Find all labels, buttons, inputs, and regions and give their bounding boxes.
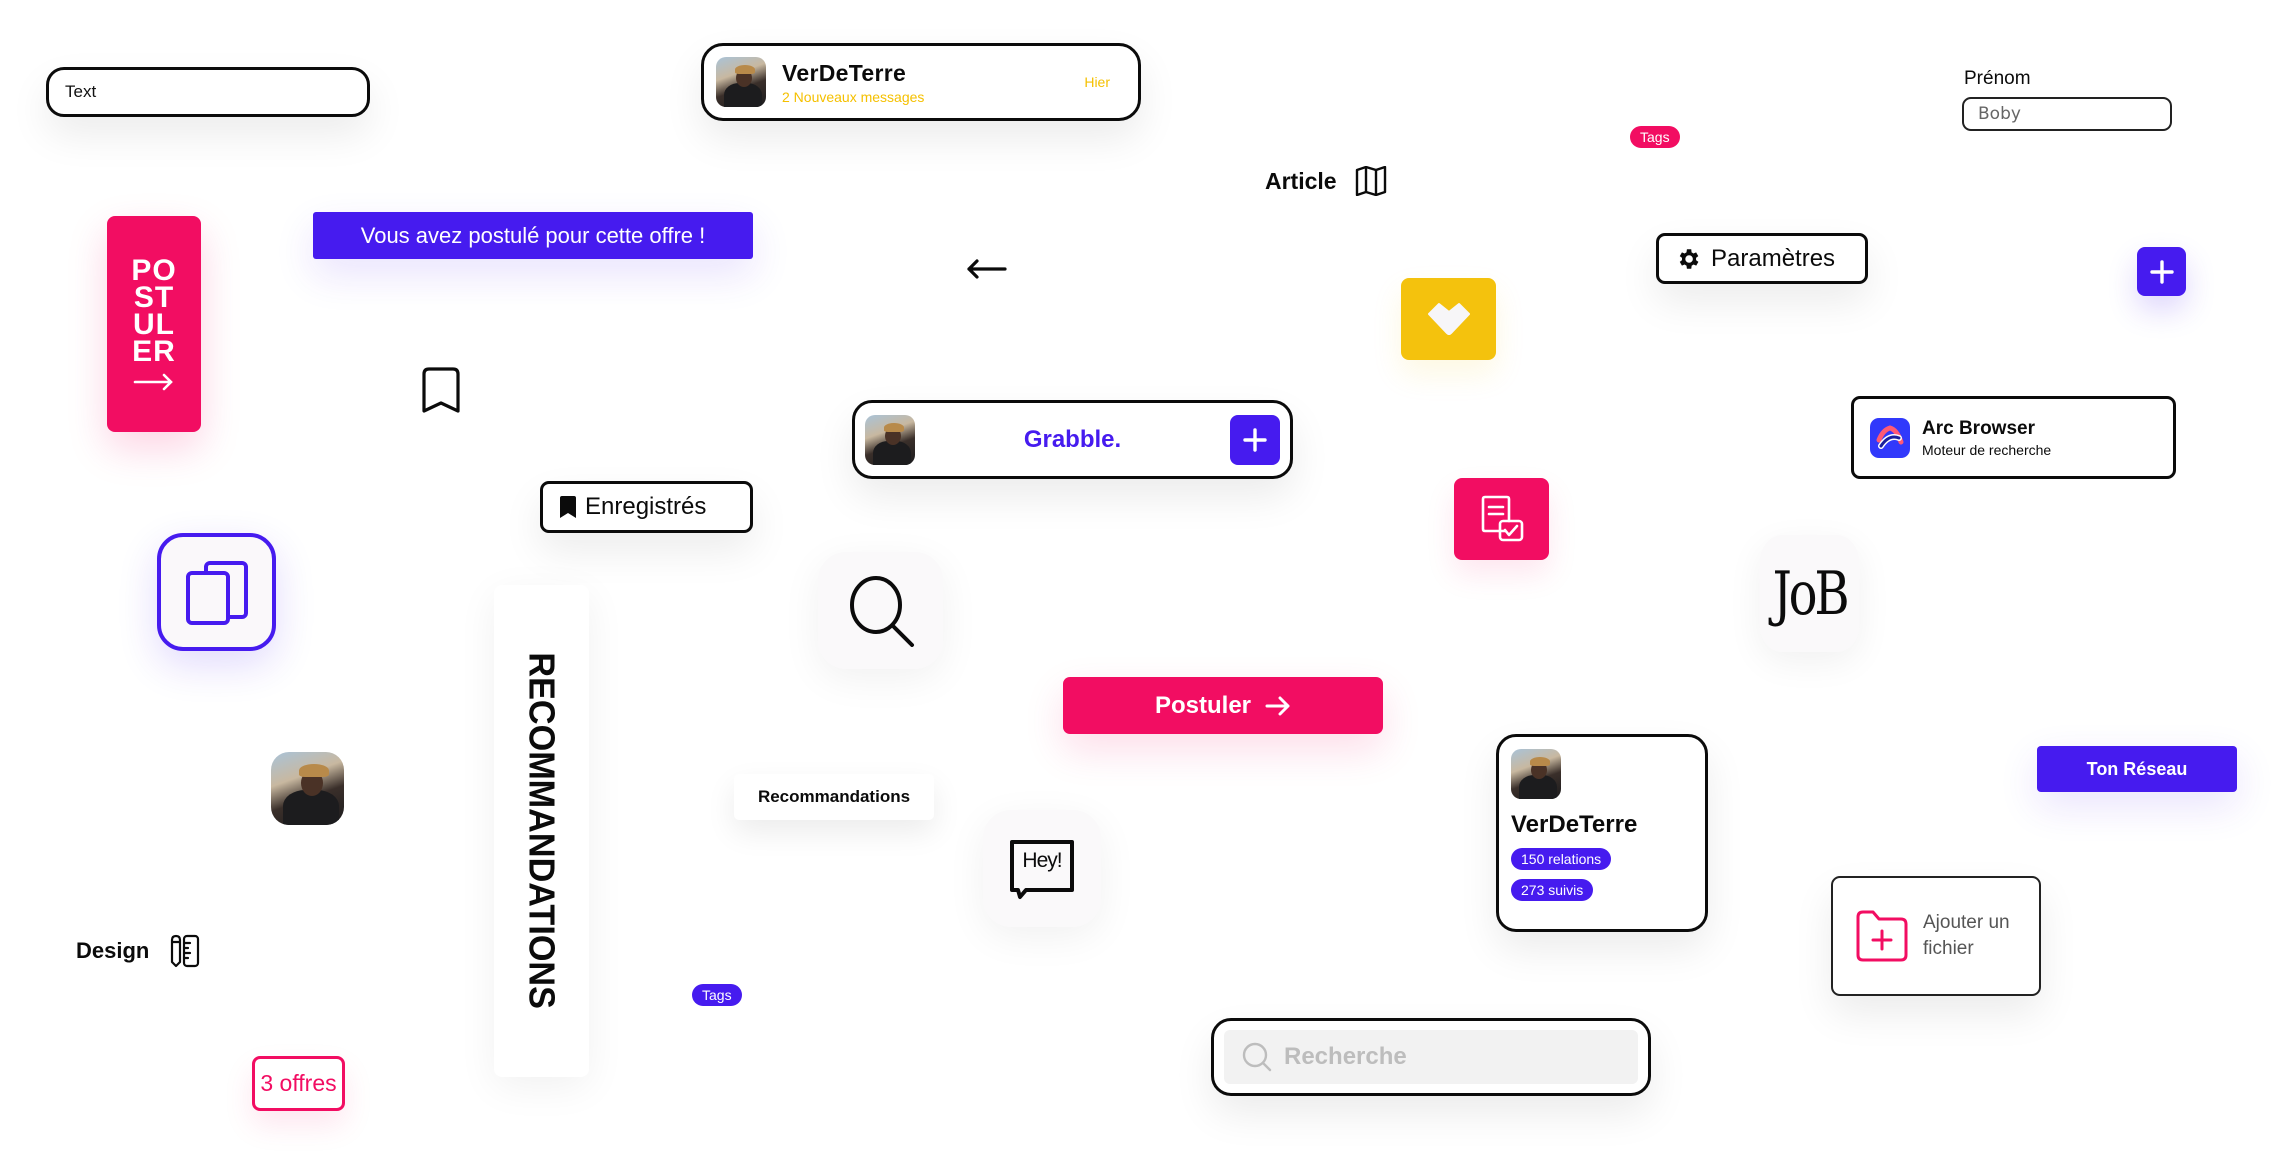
avatar[interactable] [865, 414, 915, 465]
arc-subtitle: Moteur de recherche [1922, 441, 2052, 458]
grabble-header: Grabble. [852, 400, 1293, 479]
search-bar [1211, 1018, 1651, 1096]
profile-card[interactable]: VerDeTerre 150 relations 273 suivis [1496, 734, 1708, 932]
network-button[interactable]: Ton Réseau [2037, 746, 2237, 792]
job-logo-text: JoB [1772, 558, 1850, 629]
relations-badge: 150 relations [1511, 848, 1612, 870]
search-icon [846, 575, 916, 647]
design-label: Design [76, 938, 150, 963]
bookmark-icon[interactable] [418, 366, 464, 416]
offers-label: 3 offres [260, 1070, 337, 1096]
add-button[interactable] [2137, 247, 2186, 296]
applied-banner: Vous avez postulé pour cette offre ! [313, 212, 753, 259]
plus-icon [2149, 259, 2175, 285]
apply-label: Postuler [1154, 691, 1252, 719]
bookmark-icon [559, 495, 577, 519]
folder-plus-icon [1855, 909, 1909, 963]
postuler-vertical-button[interactable]: PO ST UL ER [107, 216, 201, 432]
pencil-ruler-icon [169, 934, 201, 968]
add-file-button[interactable]: Ajouter un fichier [1831, 876, 2041, 996]
search-input[interactable] [1284, 1043, 1584, 1071]
heart-icon [1427, 302, 1471, 336]
settings-button[interactable]: Paramètres [1656, 233, 1868, 284]
settings-label: Paramètres [1711, 244, 1836, 272]
avatar [716, 57, 766, 107]
arrow-left-icon[interactable] [965, 258, 1007, 280]
hey-label: Hey! [1022, 848, 1062, 872]
text-input[interactable]: Text [46, 67, 370, 117]
speech-bubble-icon: Hey! [1008, 838, 1076, 900]
grabble-logo: Grabble. [1023, 425, 1122, 453]
text-input-value: Text [65, 82, 97, 101]
chat-button[interactable]: Hey! [983, 810, 1101, 927]
message-sender-name: VerDeTerre [782, 59, 907, 86]
job-logo[interactable]: JoB [1759, 535, 1860, 652]
prenom-value: Boby [1978, 104, 2021, 124]
applied-banner-text: Vous avez postulé pour cette offre ! [360, 222, 706, 248]
tag-blue[interactable]: Tags [692, 984, 742, 1006]
search-button[interactable] [818, 552, 943, 669]
arc-browser-card[interactable]: Arc Browser Moteur de recherche [1851, 396, 2176, 479]
avatar [1511, 749, 1561, 799]
message-time: Hier [1084, 74, 1110, 90]
plus-icon [1242, 427, 1268, 453]
prenom-label: Prénom [1964, 68, 2031, 89]
recommendations-vertical-label: RECOMMANDATIONS [521, 652, 563, 1010]
search-icon [1242, 1042, 1272, 1072]
prenom-input[interactable]: Boby [1962, 97, 2172, 131]
article-link[interactable]: Article [1265, 166, 1387, 196]
offers-button[interactable]: 3 offres [252, 1056, 345, 1111]
saved-button[interactable]: Enregistrés [540, 481, 753, 533]
add-button[interactable] [1230, 414, 1280, 465]
network-label: Ton Réseau [2086, 758, 2188, 779]
document-check-icon [1479, 495, 1525, 543]
arc-logo-icon [1870, 417, 1910, 458]
recommendations-chip[interactable]: Recommandations [734, 774, 934, 820]
arrow-right-icon [1265, 696, 1291, 716]
article-label: Article [1265, 167, 1337, 194]
favorite-button[interactable] [1401, 278, 1496, 360]
applications-button[interactable] [1454, 478, 1549, 560]
postuler-vertical-label: PO ST UL ER [131, 254, 177, 368]
recommendations-vertical-tab[interactable]: RECOMMANDATIONS [494, 585, 589, 1077]
arc-title: Arc Browser [1922, 417, 2035, 439]
arrow-right-icon [133, 373, 175, 391]
copy-button[interactable] [157, 533, 276, 651]
map-icon [1355, 166, 1387, 196]
design-category[interactable]: Design [76, 934, 201, 968]
add-file-label: Ajouter un fichier [1923, 912, 2010, 959]
gear-icon [1675, 246, 1701, 272]
avatar[interactable] [271, 752, 344, 825]
following-badge: 273 suivis [1511, 879, 1594, 901]
message-count: 2 Nouveaux messages [782, 88, 925, 105]
saved-label: Enregistrés [585, 493, 707, 520]
copy-icon [184, 559, 250, 625]
tag-pink[interactable]: Tags [1630, 126, 1680, 148]
recommendations-chip-label: Recommandations [757, 787, 911, 806]
profile-name: VerDeTerre [1511, 811, 1638, 838]
message-card[interactable]: VerDeTerre 2 Nouveaux messages Hier [701, 43, 1141, 121]
apply-button[interactable]: Postuler [1063, 677, 1383, 734]
